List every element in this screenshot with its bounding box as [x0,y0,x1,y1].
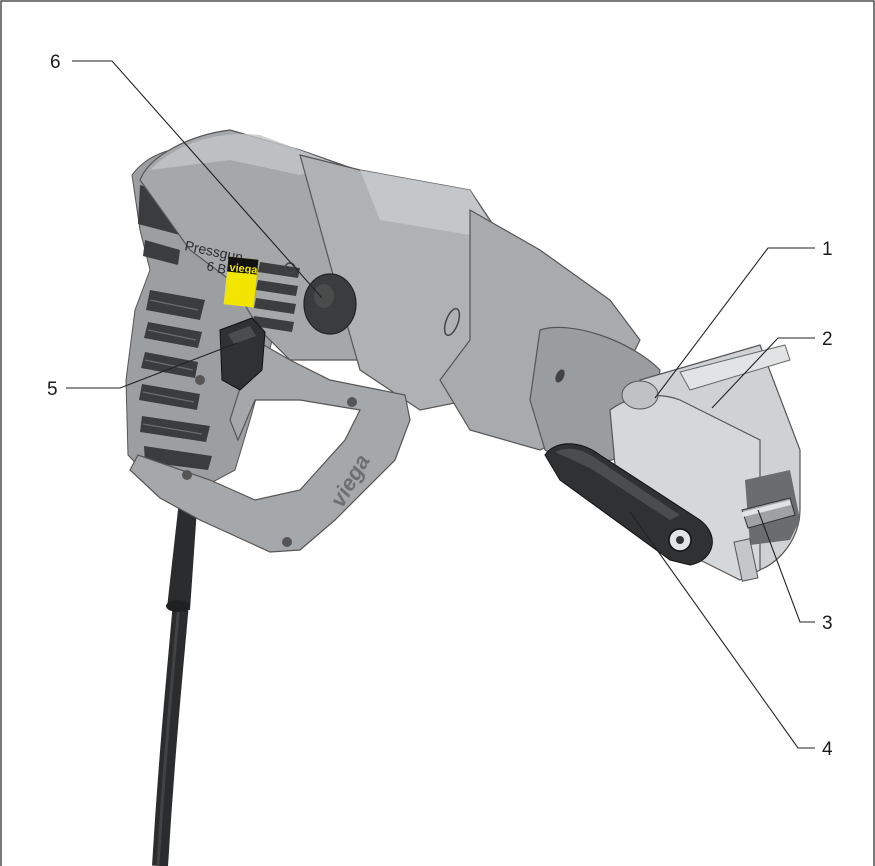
callout-5: 5 [47,379,58,400]
power-cable [152,492,198,866]
trigger [219,317,266,391]
leader-4 [629,511,815,749]
leader-6 [72,60,323,299]
brand-logo-text: viega [229,262,259,277]
callout-4: 4 [822,739,833,760]
callout-leaders [66,60,815,749]
leader-2 [711,337,815,409]
callout-2: 2 [822,329,833,350]
leader-3 [757,509,815,623]
tool-housing: viega [129,129,661,553]
callout-numbers: 1 2 3 4 5 6 [47,52,833,760]
model-name-line2: 6 B [205,258,227,277]
callout-6: 6 [50,52,61,73]
callout-1: 1 [822,239,833,260]
callout-3: 3 [822,613,833,634]
release-lever [544,443,713,566]
leader-5 [66,342,238,389]
leader-1 [654,247,815,399]
